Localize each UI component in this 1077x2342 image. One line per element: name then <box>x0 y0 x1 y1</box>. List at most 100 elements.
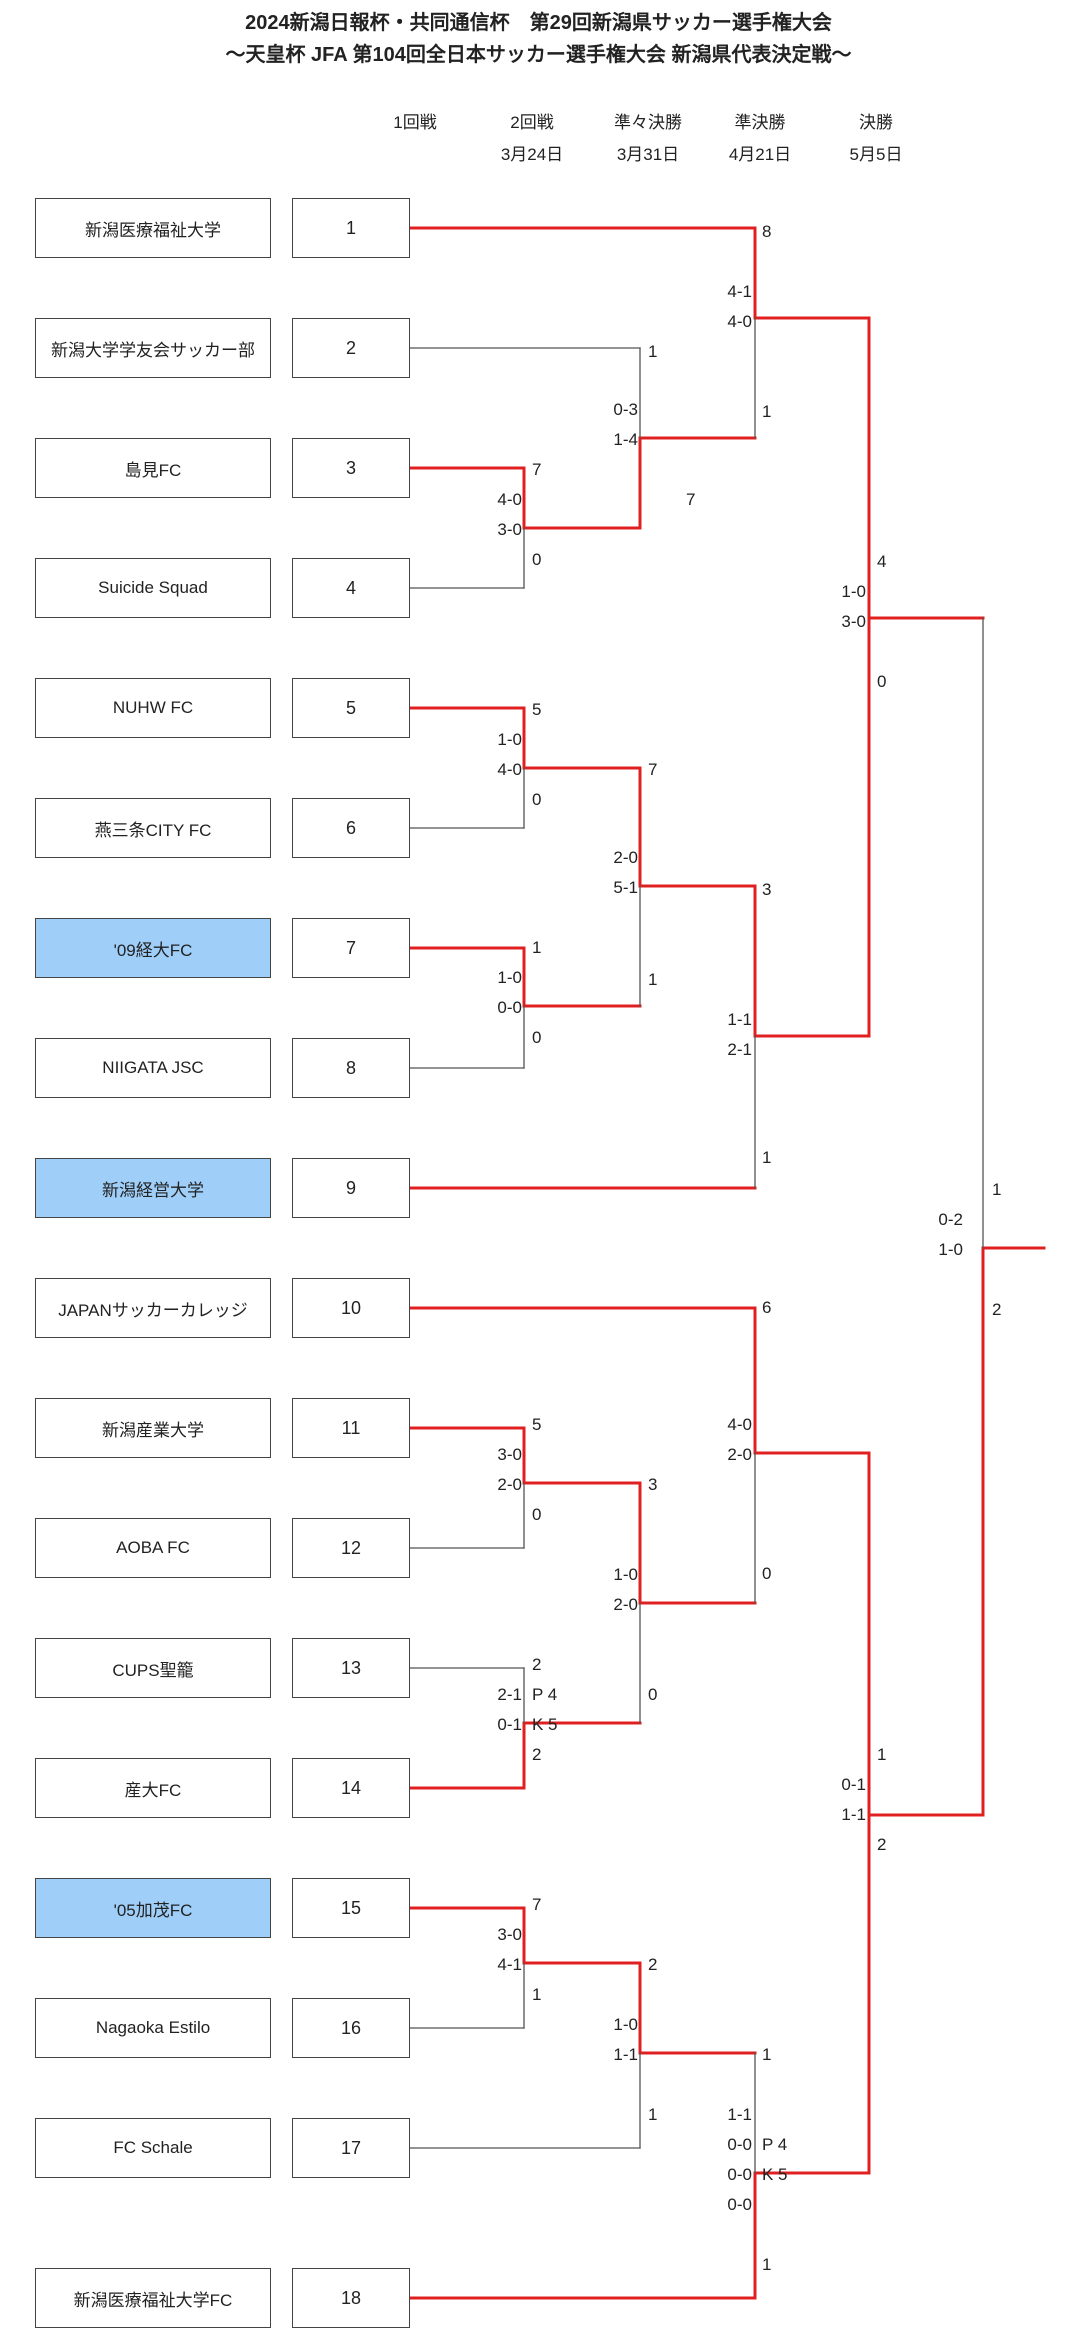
round-header: 準々決勝 <box>614 113 682 132</box>
match-score: 1 <box>762 2045 772 2064</box>
team-name-box: NIIGATA JSC <box>35 1038 271 1098</box>
seed-number-box: 7 <box>292 918 410 978</box>
team-name-box: Nagaoka Estilo <box>35 1998 271 2058</box>
seed-number-box: 6 <box>292 798 410 858</box>
team-name-box: 産大FC <box>35 1758 271 1818</box>
seed-number-box: 3 <box>292 438 410 498</box>
match-score: 3-0 <box>497 1925 522 1944</box>
seed-number-box: 9 <box>292 1158 410 1218</box>
match-score: 1 <box>877 1745 887 1764</box>
team-name-box: 新潟大学学友会サッカー部 <box>35 318 271 378</box>
round-header: 1回戦 <box>393 113 437 132</box>
seed-number-box: 16 <box>292 1998 410 2058</box>
match-score: 1 <box>648 342 658 361</box>
match-score: 5-1 <box>613 878 638 897</box>
match-score: 5 <box>532 700 542 719</box>
match-score: 1 <box>648 970 658 989</box>
match-score: 0 <box>877 672 887 691</box>
match-score: 1 <box>762 402 772 421</box>
match-score: 1-4 <box>613 430 638 449</box>
match-score: 1 <box>992 1180 1002 1199</box>
seed-number-box: 1 <box>292 198 410 258</box>
match-score: 5 <box>532 1415 542 1434</box>
team-name-box: 新潟医療福祉大学FC <box>35 2268 271 2328</box>
team-name-box: Suicide Squad <box>35 558 271 618</box>
match-score: 2 <box>532 1655 542 1674</box>
match-score: 1 <box>762 2255 772 2274</box>
team-name-box: JAPANサッカーカレッジ <box>35 1278 271 1338</box>
seed-number-box: 18 <box>292 2268 410 2328</box>
match-score: 2-0 <box>497 1475 522 1494</box>
match-score: 0-2 <box>938 1210 963 1229</box>
match-score: 0 <box>762 1564 772 1583</box>
match-score: 1 <box>648 2105 658 2124</box>
match-score: 3-0 <box>841 612 866 631</box>
match-score: 0-3 <box>613 400 638 419</box>
team-name-box: CUPS聖籠 <box>35 1638 271 1698</box>
match-score: 0 <box>648 1685 658 1704</box>
match-score: 6 <box>762 1298 772 1317</box>
team-name-box: 新潟産業大学 <box>35 1398 271 1458</box>
match-score: 0 <box>532 550 542 569</box>
match-score: 4-0 <box>727 312 752 331</box>
team-name-box: AOBA FC <box>35 1518 271 1578</box>
match-score: 1-1 <box>613 2045 638 2064</box>
match-score: 0 <box>532 1028 542 1047</box>
match-score: 0 <box>532 790 542 809</box>
seed-number-box: 5 <box>292 678 410 738</box>
match-score: 1-0 <box>841 582 866 601</box>
round-date: 3月31日 <box>616 145 680 164</box>
match-score: 4 <box>877 552 887 571</box>
match-score: K 5 <box>532 1715 558 1734</box>
match-score: 2-1 <box>497 1685 522 1704</box>
match-score: 1 <box>532 1985 542 2004</box>
team-name-box: FC Schale <box>35 2118 271 2178</box>
match-score: 0-0 <box>497 998 522 1017</box>
match-score: 1-1 <box>841 1805 866 1824</box>
round-date: 4月21日 <box>728 145 792 164</box>
match-score: 2 <box>532 1745 542 1764</box>
match-score: 1-0 <box>613 2015 638 2034</box>
match-score: 1-0 <box>938 1240 963 1259</box>
match-score: 1-0 <box>613 1565 638 1584</box>
match-score: 1 <box>532 938 542 957</box>
seed-number-box: 4 <box>292 558 410 618</box>
match-score: 4-1 <box>727 282 752 301</box>
match-score: 2-0 <box>613 848 638 867</box>
match-score: 7 <box>532 1895 542 1914</box>
match-score: 7 <box>686 490 696 509</box>
match-score: 3 <box>648 1475 658 1494</box>
tournament-subtitle: ～天皇杯 JFA 第104回全日本サッカー選手権大会 新潟県代表決定戦～ <box>225 44 852 66</box>
match-score: 2-1 <box>727 1040 752 1059</box>
match-score: 0-0 <box>727 2195 752 2214</box>
match-score: 3-0 <box>497 1445 522 1464</box>
match-score: 1 <box>762 1148 772 1167</box>
match-score: 0-1 <box>841 1775 866 1794</box>
match-score: K 5 <box>762 2165 788 2184</box>
match-score: 2-0 <box>613 1595 638 1614</box>
round-header: 2回戦 <box>510 113 554 132</box>
match-score: 0-0 <box>727 2135 752 2154</box>
match-score: 3 <box>762 880 772 899</box>
round-header: 決勝 <box>859 113 893 132</box>
seed-number-box: 11 <box>292 1398 410 1458</box>
round-header: 準決勝 <box>734 113 786 132</box>
seed-number-box: 8 <box>292 1038 410 1098</box>
match-score: 0-0 <box>727 2165 752 2184</box>
seed-number-box: 12 <box>292 1518 410 1578</box>
seed-number-box: 10 <box>292 1278 410 1338</box>
match-score: 2 <box>877 1835 887 1854</box>
match-score: 1-0 <box>497 730 522 749</box>
match-score: 7 <box>532 460 542 479</box>
match-score: 4-0 <box>497 760 522 779</box>
match-score: 2-0 <box>727 1445 752 1464</box>
match-score: 1-0 <box>497 968 522 987</box>
match-score: 0 <box>532 1505 542 1524</box>
match-score: 1-1 <box>727 1010 752 1029</box>
seed-number-box: 17 <box>292 2118 410 2178</box>
seed-number-box: 2 <box>292 318 410 378</box>
seed-number-box: 14 <box>292 1758 410 1818</box>
match-score: 2 <box>992 1300 1002 1319</box>
match-score: 4-0 <box>497 490 522 509</box>
